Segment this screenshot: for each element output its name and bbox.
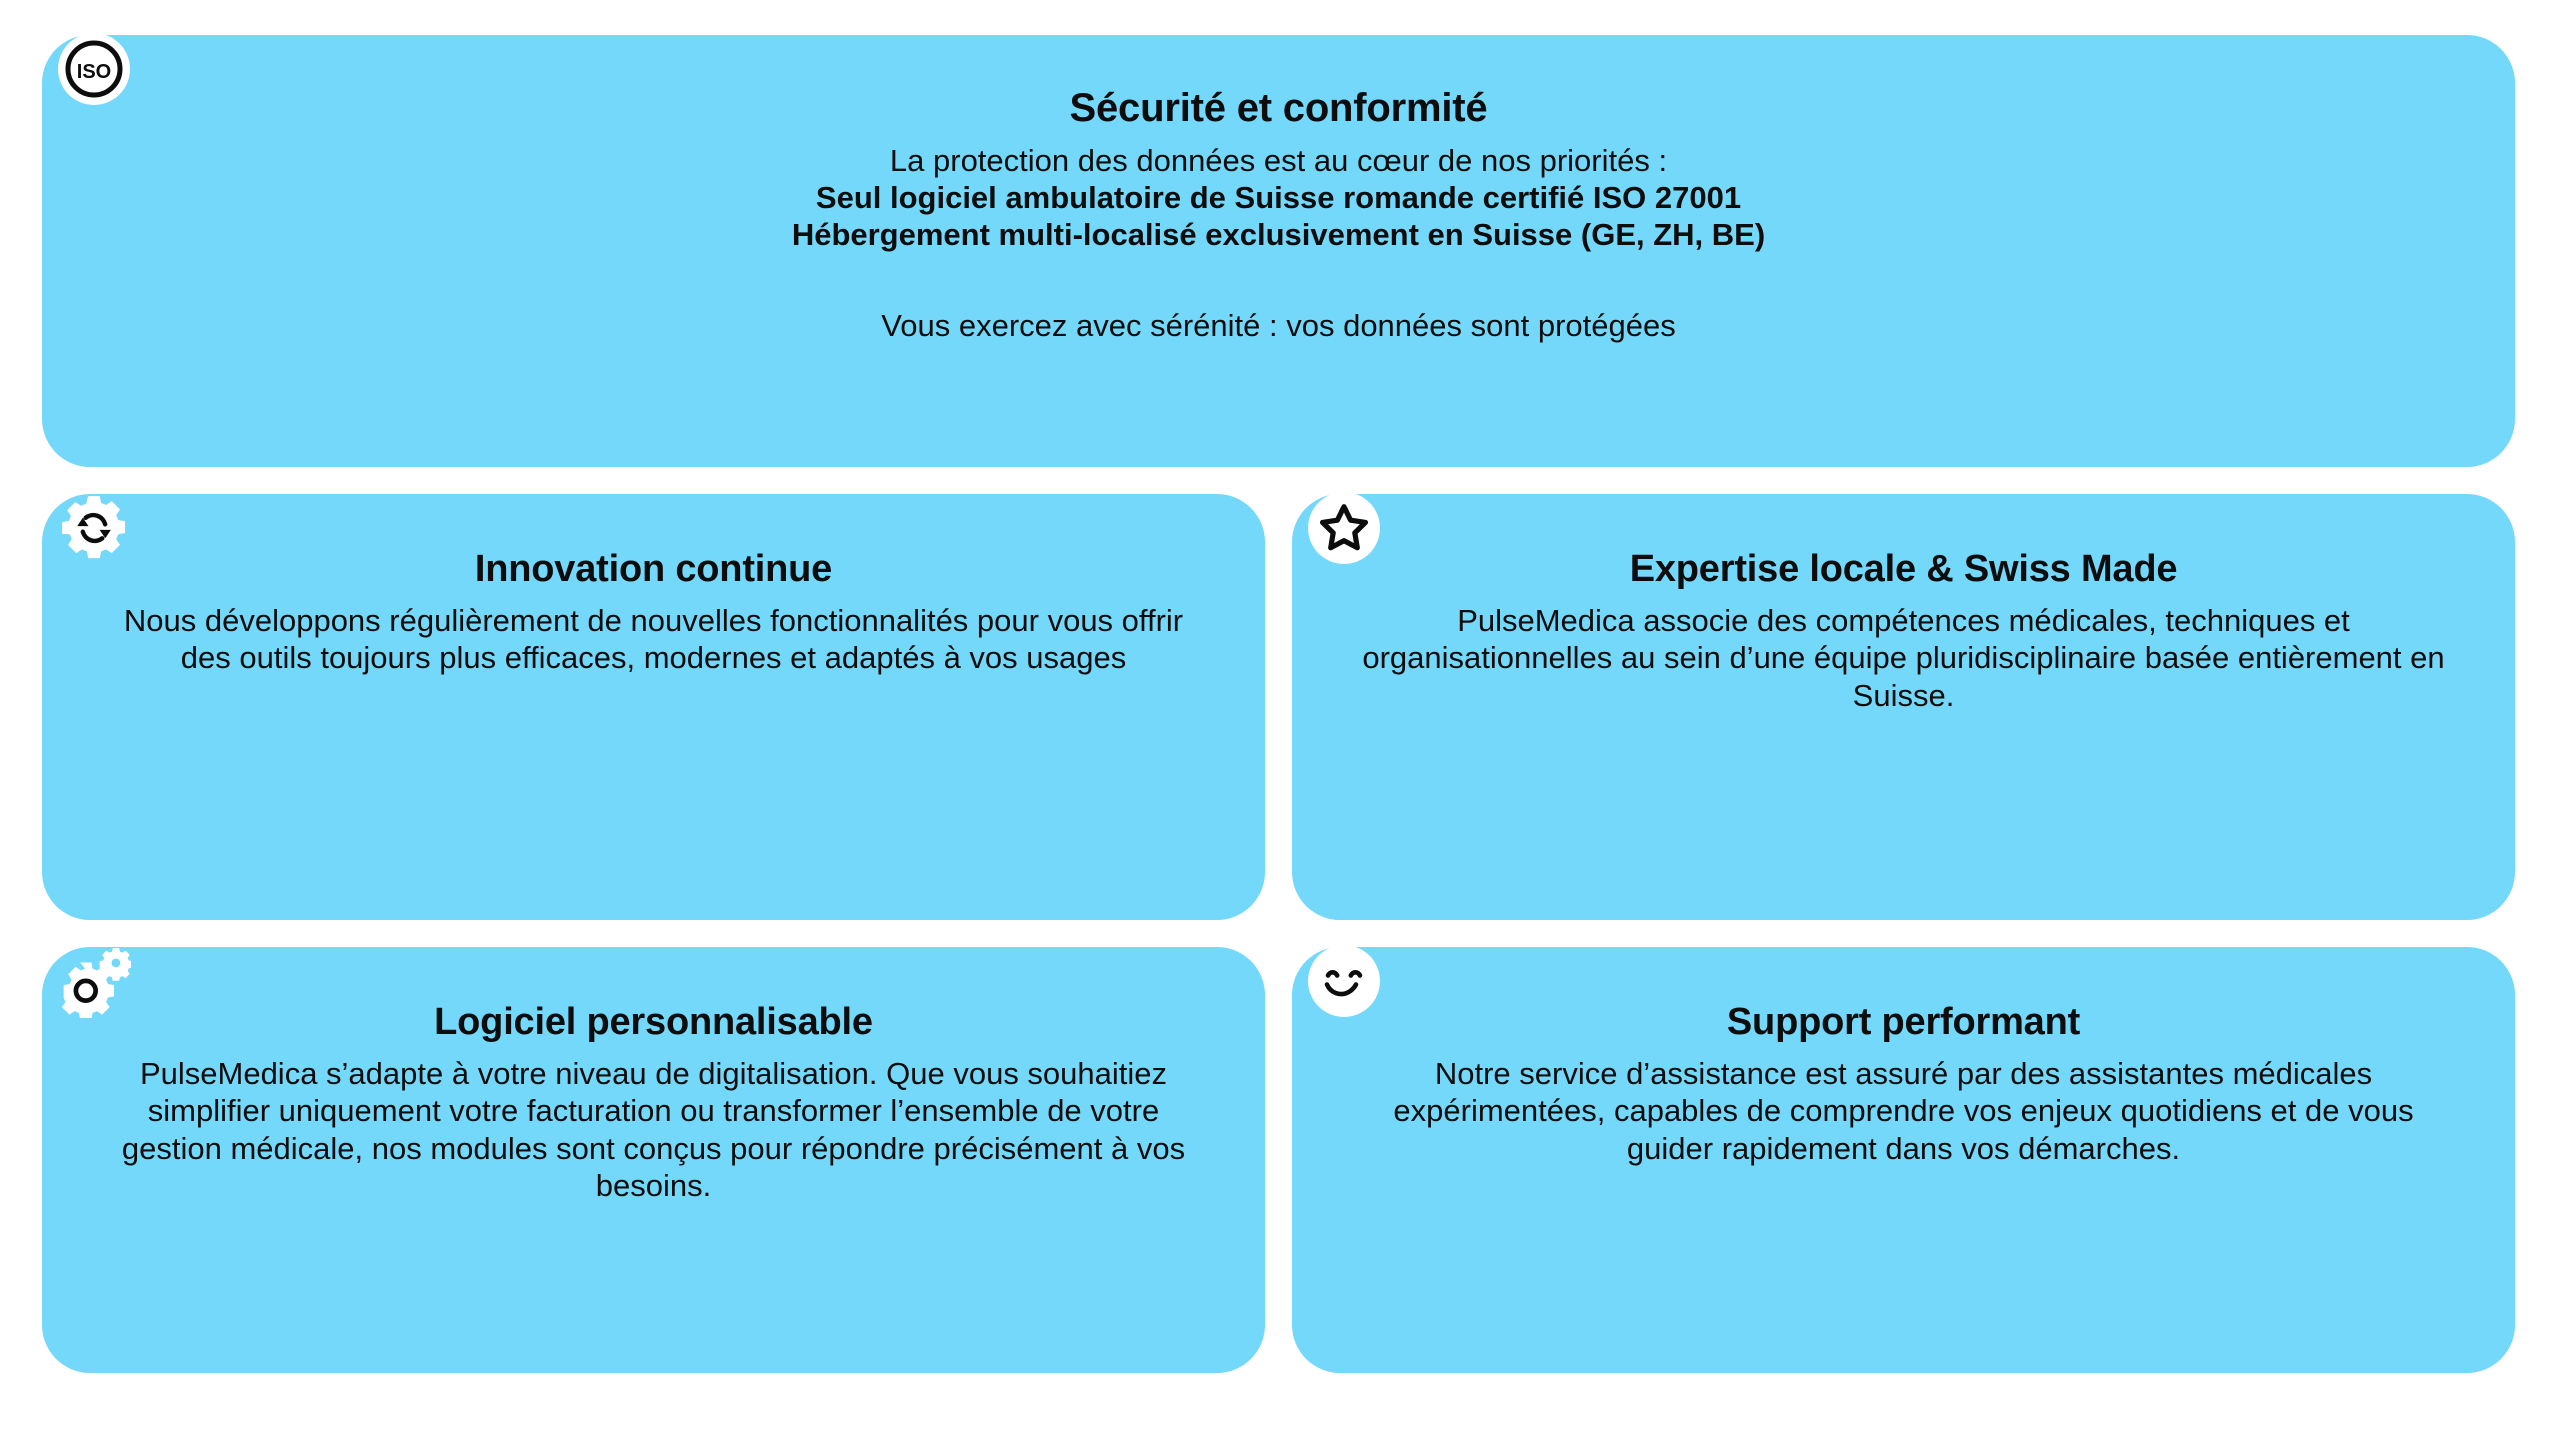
card-description: Notre service d’assistance est assuré pa… <box>1393 1055 2414 1166</box>
svg-text:ISO: ISO <box>77 61 111 83</box>
smiley-face-icon <box>1308 945 1380 1017</box>
card-content-logiciel: Logiciel personnalisable PulseMedica s’a… <box>42 999 1265 1205</box>
gear-refresh-icon <box>56 490 132 566</box>
card-row-middle: Innovation continue Nous développons rég… <box>42 492 2515 920</box>
content-spacer <box>102 254 2455 308</box>
card-line-hosting: Hébergement multi-localisé exclusivement… <box>791 216 1766 252</box>
smiley-face-icon-wrapper <box>1306 943 1382 1019</box>
star-icon-wrapper <box>1306 490 1382 566</box>
card-title: Support performant <box>1726 1001 2081 1043</box>
card-content-support: Support performant Notre service d’assis… <box>1292 999 2515 1167</box>
card-content-expertise: Expertise locale & Swiss Made PulseMedic… <box>1292 546 2515 714</box>
feature-card-support-performant[interactable]: Support performant Notre service d’assis… <box>1292 945 2515 1373</box>
card-row-bottom: Logiciel personnalisable PulseMedica s’a… <box>42 945 2515 1373</box>
card-line-intro: La protection des données est au cœur de… <box>889 143 1668 178</box>
iso-certification-icon: ISO <box>58 33 130 105</box>
card-description: PulseMedica s’adapte à votre niveau de d… <box>121 1055 1186 1204</box>
card-title: Innovation continue <box>474 548 833 590</box>
card-content-securite: Sécurité et conformité La protection des… <box>42 83 2515 345</box>
feature-card-innovation-continue[interactable]: Innovation continue Nous développons rég… <box>42 494 1265 920</box>
card-title: Sécurité et conformité <box>1069 86 1488 130</box>
card-line-iso-certification: Seul logiciel ambulatoire de Suisse roma… <box>815 179 1742 215</box>
card-row-top: ISO Sécurité et conformité La protection… <box>42 33 2515 467</box>
iso-certification-icon-wrapper: ISO <box>56 31 132 107</box>
card-title: Expertise locale & Swiss Made <box>1629 548 2178 590</box>
feature-card-logiciel-personnalisable[interactable]: Logiciel personnalisable PulseMedica s’a… <box>42 947 1265 1373</box>
feature-card-expertise-locale-swiss-made[interactable]: Expertise locale & Swiss Made PulseMedic… <box>1292 492 2515 920</box>
card-title: Logiciel personnalisable <box>434 1001 873 1043</box>
feature-card-securite-et-conformite[interactable]: ISO Sécurité et conformité La protection… <box>42 33 2515 467</box>
card-description: PulseMedica associe des compétences médi… <box>1362 602 2445 713</box>
card-footer-text: Vous exercez avec sérénité : vos données… <box>881 307 1676 343</box>
card-content-innovation: Innovation continue Nous développons rég… <box>42 546 1265 677</box>
gears-settings-icon-wrapper <box>56 943 132 1019</box>
star-icon <box>1308 492 1380 564</box>
gears-settings-icon <box>56 943 132 1019</box>
gear-refresh-icon-wrapper <box>56 490 132 566</box>
card-description: Nous développons régulièrement de nouvel… <box>123 602 1184 676</box>
